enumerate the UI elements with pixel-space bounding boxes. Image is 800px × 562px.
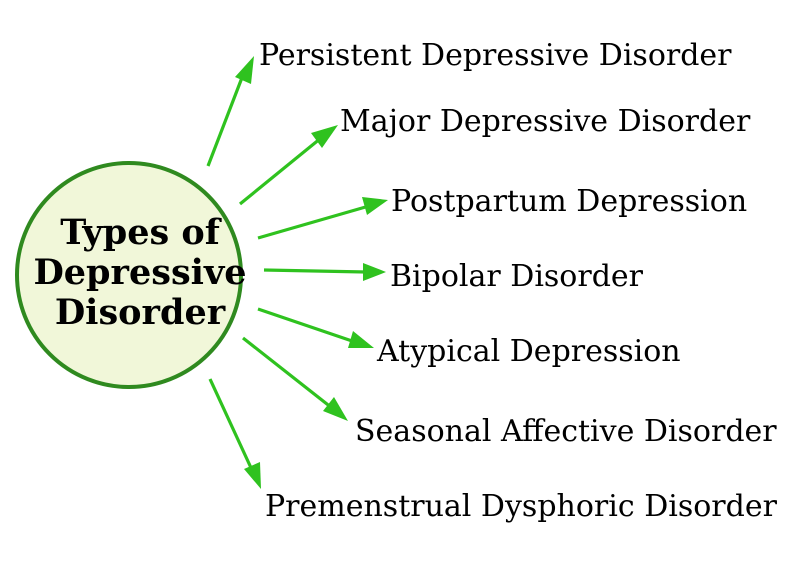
arrow-4 [263, 263, 386, 281]
hub-title-line-2: Depressive [33, 252, 246, 293]
hub-title-line-3: Disorder [55, 292, 226, 333]
type-label-major-depressive-disorder: Major Depressive Disorder [340, 104, 751, 139]
type-label-seasonal-affective-disorder: Seasonal Affective Disorder [355, 414, 777, 449]
type-label-persistent-depressive-disorder: Persistent Depressive Disorder [259, 38, 732, 73]
arrow-5 [257, 307, 374, 348]
type-label-bipolar-disorder: Bipolar Disorder [390, 259, 644, 294]
hub-title-line-1: Types of [60, 212, 222, 253]
type-labels: Persistent Depressive Disorder Major Dep… [259, 38, 778, 524]
arrow-7 [208, 378, 261, 489]
type-label-atypical-depression: Atypical Depression [376, 334, 681, 369]
arrows [206, 56, 388, 489]
hub: Types of Depressive Disorder [15, 161, 247, 389]
type-label-postpartum-depression: Postpartum Depression [391, 184, 747, 219]
type-label-premenstrual-dysphoric-disorder: Premenstrual Dysphoric Disorder [265, 489, 778, 524]
arrow-2 [238, 125, 338, 206]
arrow-6 [242, 336, 348, 421]
arrow-1 [206, 56, 254, 167]
arrow-3 [257, 197, 388, 240]
hub-circle [15, 161, 243, 389]
